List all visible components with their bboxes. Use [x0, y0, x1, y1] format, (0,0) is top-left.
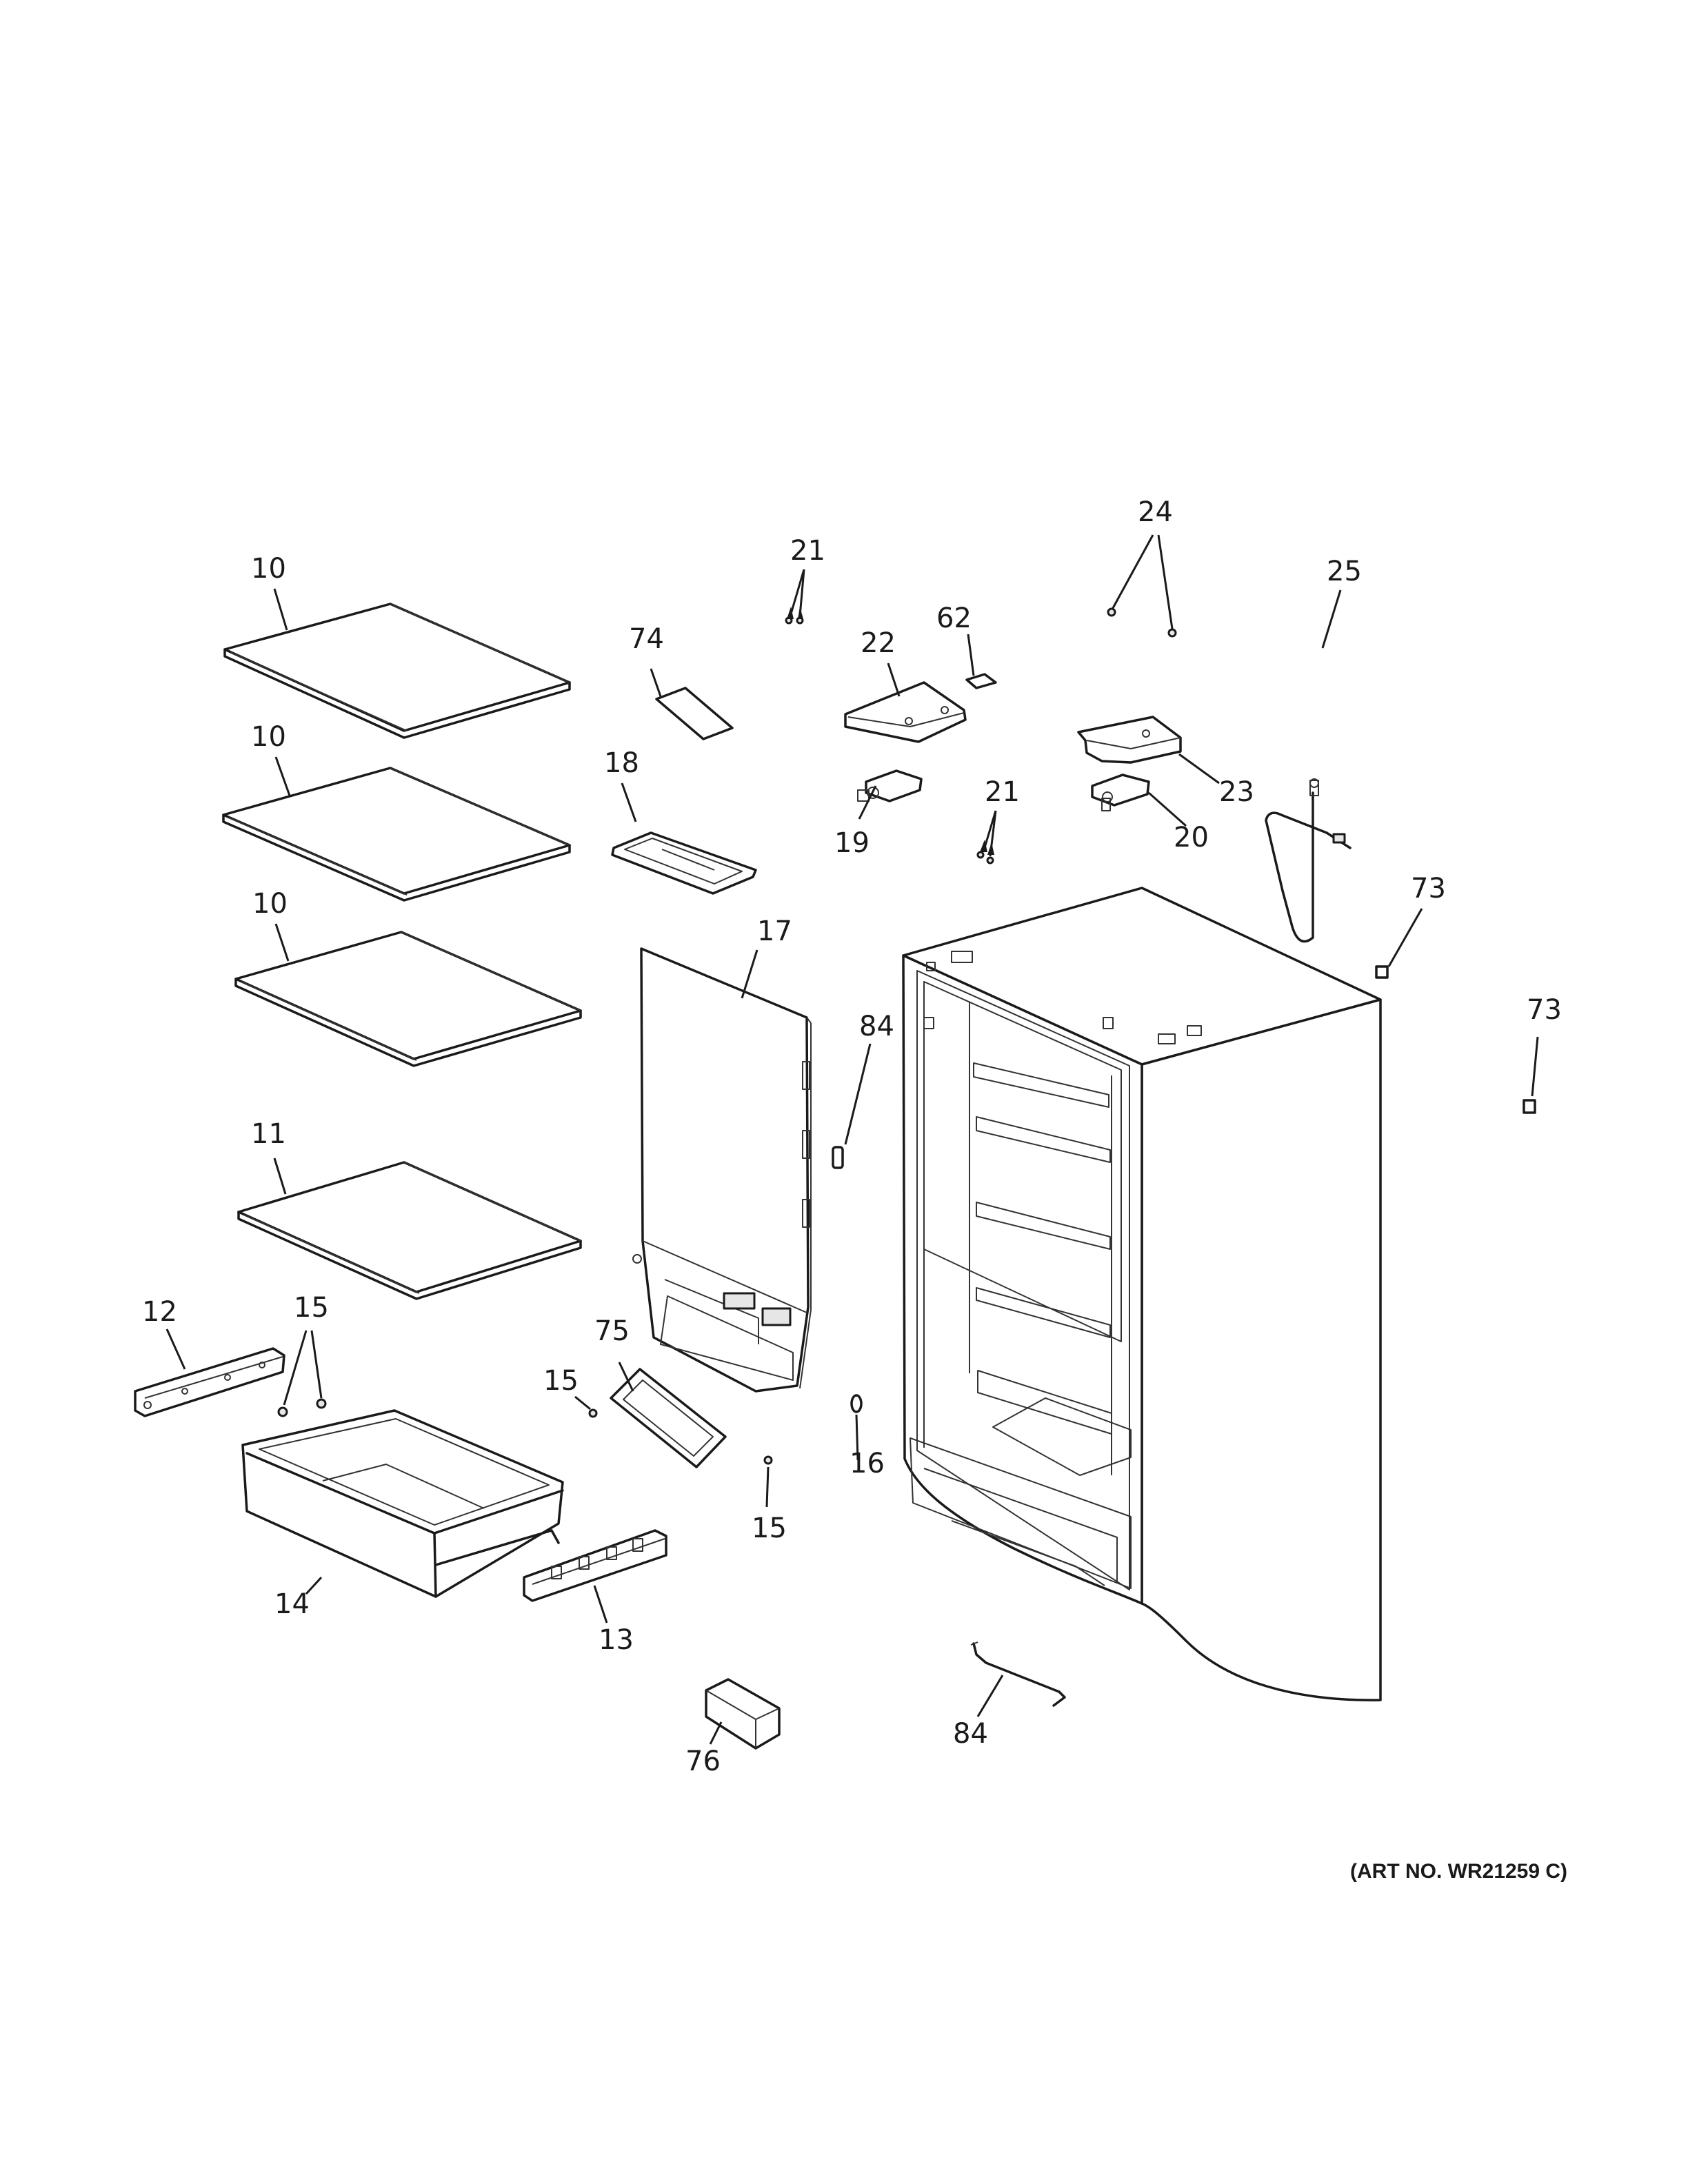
callout-19: 19: [834, 827, 870, 859]
glass-shelf-top[interactable]: [223, 603, 571, 739]
screw-c[interactable]: [588, 1408, 598, 1418]
sensor-wire[interactable]: [970, 1641, 1066, 1707]
drawer-rail-left[interactable]: [134, 1347, 285, 1417]
callout-15-center: 15: [543, 1365, 579, 1397]
callout-15-bottom: 15: [752, 1513, 787, 1544]
callout-74: 74: [629, 623, 664, 655]
leader-lines: [165, 534, 1539, 1745]
callout-21-lower: 21: [985, 776, 1020, 808]
callout-18: 18: [604, 747, 639, 779]
callout-73-lower: 73: [1527, 994, 1562, 1026]
callout-13: 13: [599, 1624, 634, 1656]
callout-21-top: 21: [790, 535, 825, 567]
hinge-pins[interactable]: [1107, 607, 1177, 638]
glass-shelf-bottom[interactable]: [237, 1161, 582, 1300]
callout-17: 17: [757, 916, 792, 947]
callout-22: 22: [861, 627, 896, 659]
hinge-cover-right[interactable]: [1077, 716, 1182, 764]
hinge-cover-left[interactable]: [844, 681, 967, 743]
callout-10-lower: 10: [252, 888, 288, 920]
crisper-drawer[interactable]: [241, 1409, 564, 1598]
glass-shelf-lower[interactable]: [234, 931, 582, 1067]
art-number: (ART NO. WR21259 C): [1350, 1860, 1567, 1883]
evaporator-cover[interactable]: [632, 947, 812, 1393]
callout-24: 24: [1138, 496, 1173, 528]
callout-76: 76: [685, 1746, 721, 1777]
callout-84-bottom: 84: [953, 1718, 988, 1750]
callout-75: 75: [594, 1315, 630, 1347]
callout-11: 11: [251, 1118, 286, 1150]
screw-a[interactable]: [277, 1406, 288, 1417]
callout-73-upper: 73: [1411, 873, 1446, 904]
callout-84-top: 84: [859, 1011, 894, 1042]
foam-block[interactable]: [705, 1678, 781, 1750]
filter-tray[interactable]: [610, 1368, 727, 1468]
bumper-pad-upper[interactable]: [1375, 965, 1389, 979]
callout-62: 62: [936, 603, 972, 634]
screw-d[interactable]: [763, 1455, 773, 1465]
label-strip[interactable]: [655, 687, 734, 740]
callout-23: 23: [1219, 776, 1254, 808]
callout-20: 20: [1174, 822, 1209, 853]
screw-b[interactable]: [316, 1398, 327, 1409]
bumper-pad-lower[interactable]: [1523, 1099, 1536, 1114]
drain-grommet[interactable]: [850, 1394, 863, 1413]
hinge-plate-left[interactable]: [857, 769, 923, 802]
callout-16: 16: [850, 1448, 885, 1479]
callout-12: 12: [142, 1296, 177, 1328]
callout-15-left: 15: [294, 1292, 329, 1324]
callout-labels: 10 10 10 11 12 15 75 15 16 15 14 13 76 8…: [142, 496, 1567, 1883]
power-cord[interactable]: [1265, 778, 1352, 943]
hinge-shim[interactable]: [965, 673, 997, 689]
callout-10-middle: 10: [251, 721, 286, 753]
hinge-plate-right[interactable]: [1091, 774, 1150, 811]
sensor-clip[interactable]: [832, 1146, 844, 1169]
light-housing[interactable]: [611, 831, 757, 895]
refrigerator-cabinet[interactable]: [902, 887, 1382, 1701]
callout-25: 25: [1327, 556, 1362, 587]
callout-14: 14: [274, 1588, 310, 1620]
glass-shelf-middle[interactable]: [222, 767, 571, 902]
drawer-rail-right[interactable]: [523, 1529, 667, 1602]
callout-10-top: 10: [251, 553, 286, 585]
